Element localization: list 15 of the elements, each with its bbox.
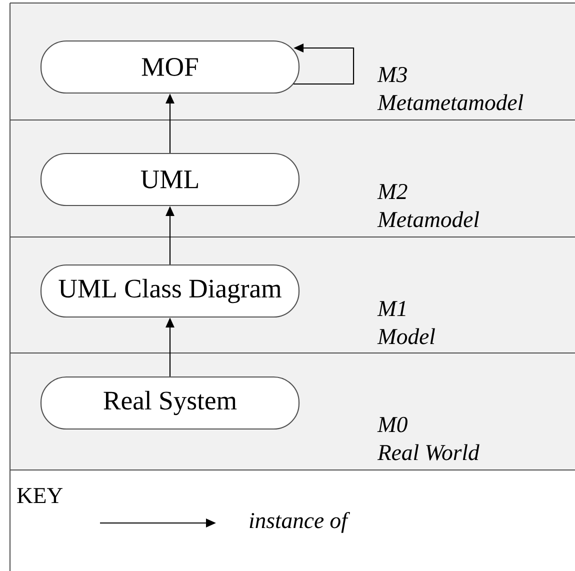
key-heading: KEY [17, 488, 63, 503]
node-label: Metametamodel [377, 94, 524, 110]
node-label: M0 [377, 416, 408, 432]
node-label: Metamodel [377, 211, 479, 228]
arrow [294, 44, 354, 85]
node-label: Real World [377, 444, 480, 460]
rounded-box: UML Class Diagram [40, 264, 300, 318]
legend-text: instance of [250, 512, 350, 533]
node-label: M2 [377, 184, 408, 199]
rounded-box: Real System [40, 376, 300, 430]
rounded-box: MOF [40, 40, 300, 94]
node-label: Model [377, 328, 435, 344]
node-label: M3 [377, 66, 407, 82]
node-label: M1 [377, 301, 406, 316]
rounded-box: UML [40, 152, 300, 206]
